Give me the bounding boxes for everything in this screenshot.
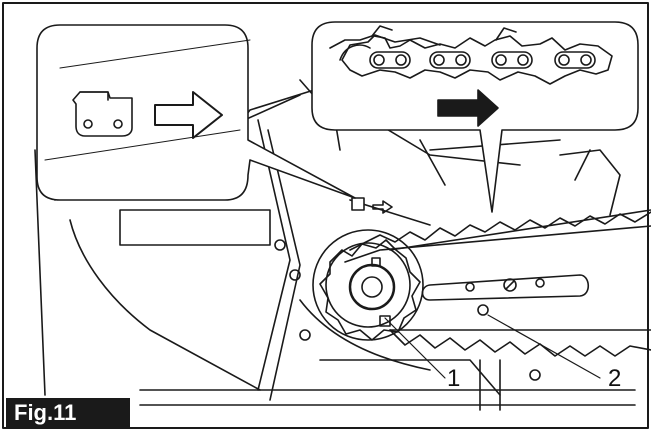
direction-marker-small (351, 197, 393, 214)
bar-hole (477, 304, 489, 316)
sprocket (312, 229, 424, 341)
cutter-link-icon (72, 91, 133, 137)
direction-arrow-filled-icon (437, 89, 499, 127)
leader-line-2 (487, 314, 601, 379)
callout-2-label: 2 (608, 365, 622, 392)
callout-1-label: 1 (447, 365, 461, 392)
saw-chain (344, 211, 651, 357)
direction-arrow-outline-icon (154, 91, 223, 139)
guide-bar (389, 209, 651, 331)
inset-cutter-link (36, 24, 356, 201)
chain-links (341, 25, 613, 85)
figure-label: Fig.11 (6, 398, 130, 428)
inset-chain-detail (311, 21, 639, 213)
leader-line-1 (384, 317, 446, 379)
figure-frame (2, 2, 649, 429)
